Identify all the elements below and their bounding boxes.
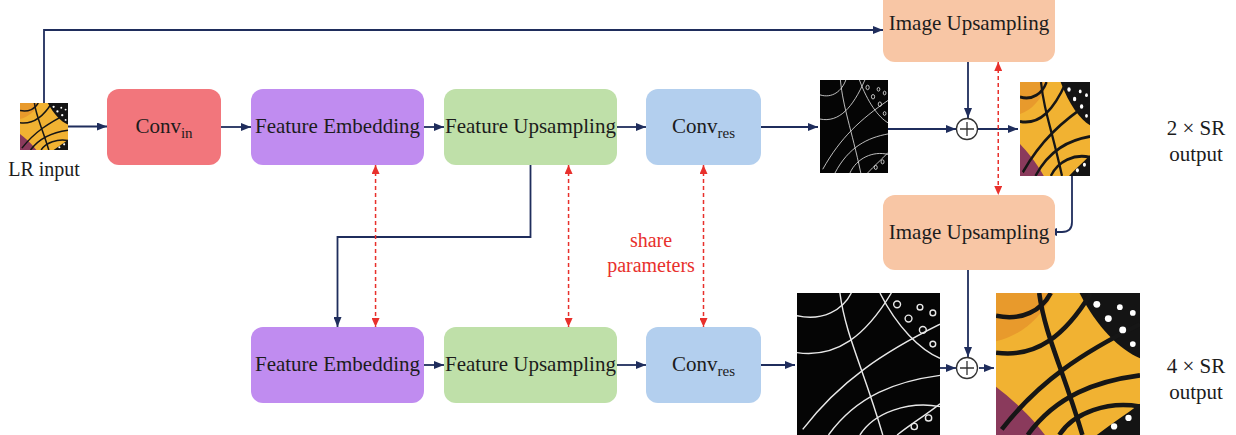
subscript-text: res [718,362,736,380]
shared-parameter-link [703,165,705,327]
flow-arrow [979,367,994,369]
flow-arrow [940,367,956,369]
flow-arrow [221,126,251,128]
flow-arrow [617,364,646,366]
upsampling-block: Feature Upsampling [444,89,617,165]
output-image-2x [1020,82,1090,176]
annotation-text: share parameters [604,228,698,278]
subscript-text: res [718,124,736,142]
conv-block: Convin [107,89,221,165]
residual-image-2x [820,80,888,173]
box-label: Feature Embedding [255,114,420,140]
shared-parameter-link [997,62,999,195]
output-image-4x [996,293,1140,435]
conv-block: Convres [646,89,761,165]
flow-arrow [761,364,795,366]
data-flow-wires [761,62,1072,368]
upsampling-block: Feature Upsampling [444,327,617,403]
lr-input-image [20,103,68,150]
box-label: Conv [672,114,718,140]
flow-arrow [338,165,531,327]
flow-arrow [967,270,969,357]
conv-block: Convres [646,327,761,403]
box-label: Conv [135,114,181,140]
box-label: Image Upsampling [889,220,1049,246]
sum-symbol [957,358,978,379]
output-label: 2 × SR output [1160,115,1232,168]
flow-arrow [424,126,444,128]
box-label: LR input [8,157,80,181]
flow-arrow [967,62,969,118]
box-label: Image Upsampling [889,11,1049,37]
shared-parameter-link [568,165,570,327]
output-label: 4 × SR output [1160,353,1232,406]
box-label: Conv [672,352,718,378]
residual-image-4x [797,293,940,435]
image-upsampling-block: Image Upsampling [883,0,1055,62]
flow-arrow [617,126,646,128]
flow-arrow [761,126,818,128]
image-upsampling-block: Image Upsampling [883,195,1055,270]
subscript-text: in [181,124,193,142]
flow-arrow [68,126,107,128]
box-label: Feature Embedding [255,352,420,378]
input-image-node: LR input [20,103,68,150]
sum-symbol [957,119,978,140]
embedding-block: Feature Embedding [251,89,424,165]
box-label: Feature Upsampling [445,352,616,378]
flow-arrow [424,364,444,366]
embedding-block: Feature Embedding [251,327,424,403]
shared-parameter-link [375,165,377,327]
box-label: Feature Upsampling [445,114,616,140]
flow-arrow [888,128,956,130]
